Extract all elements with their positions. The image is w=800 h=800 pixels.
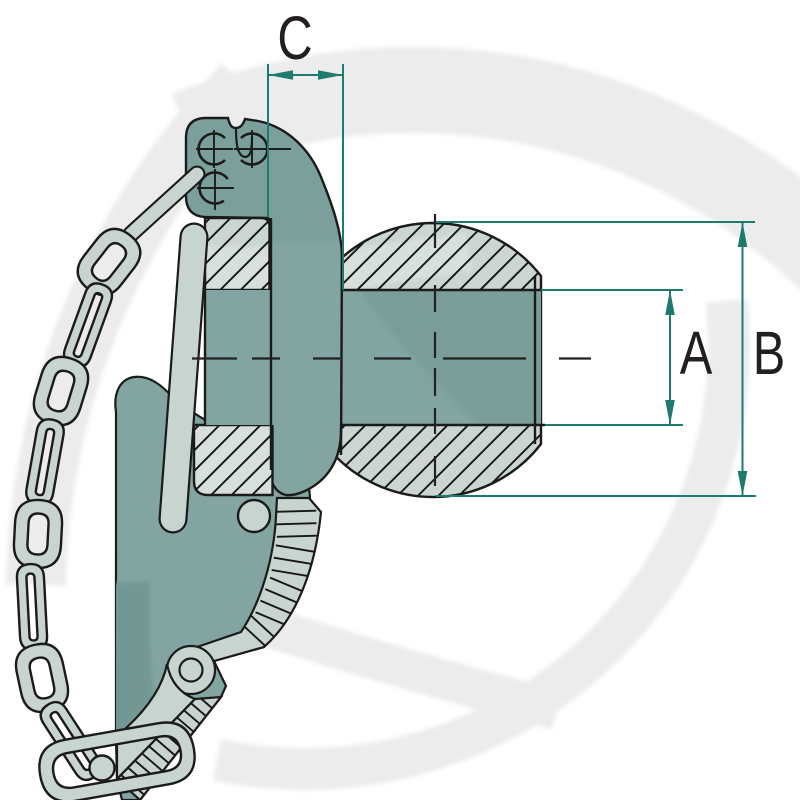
svg-text:C: C — [277, 4, 312, 72]
svg-text:B: B — [753, 319, 786, 387]
svg-text:A: A — [680, 319, 713, 387]
